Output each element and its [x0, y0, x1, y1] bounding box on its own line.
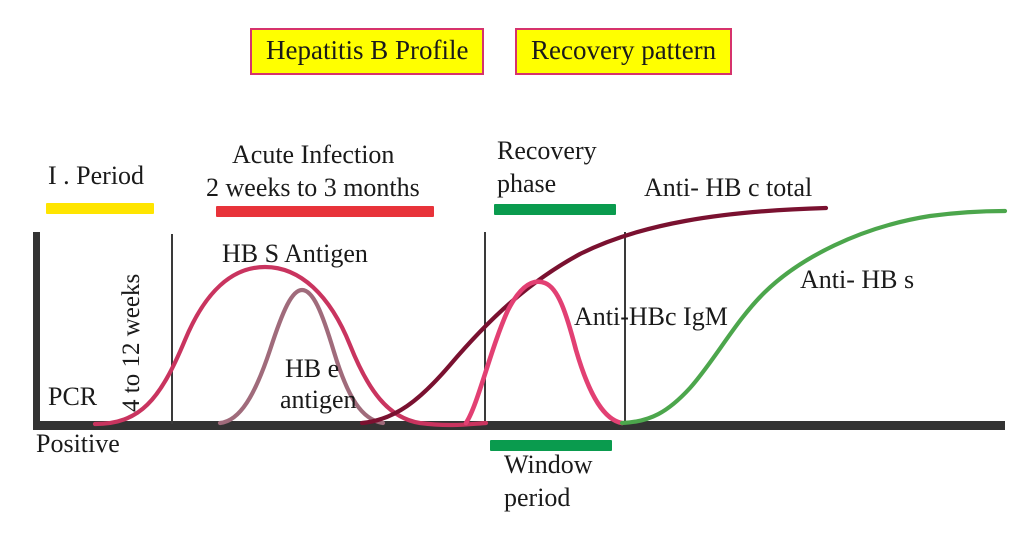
- phase-label-recovery-phase: phase: [497, 169, 557, 198]
- divider-line-window-end: [624, 232, 626, 424]
- curve-label-anti-hbs: Anti- HB s: [800, 265, 915, 294]
- divider-line-incubation-end: [171, 234, 173, 424]
- phase-label-window-period: period: [504, 483, 571, 512]
- title-box-hepatitis-b-profile: Hepatitis B Profile: [250, 28, 485, 75]
- curve-label-anti-hbc-igm: Anti-HBc IgM: [574, 302, 728, 331]
- phase-label-incubation-period: I . Period: [48, 161, 145, 190]
- curve-hbe-antigen: [217, 287, 386, 426]
- curve-hbs-antigen: [92, 264, 489, 428]
- curve-anti-hbs: [619, 208, 1008, 426]
- title-box-recovery-pattern: Recovery pattern: [515, 28, 733, 75]
- curve-anti-hbc-igm: [463, 279, 625, 426]
- phase-bar-recovery-phase: [494, 204, 616, 215]
- curve-label-hbe-antigen-line2: antigen: [280, 385, 357, 414]
- x-axis-baseline: [33, 421, 1005, 430]
- curve-label-hbe-antigen-line1: HB e: [285, 354, 340, 383]
- phase-bar-window-period: [490, 440, 612, 451]
- curve-label-anti-hbc-total: Anti- HB c total: [644, 173, 813, 202]
- axis-label-pcr: PCR: [48, 382, 98, 411]
- curve-label-hbs-antigen: HB S Antigen: [222, 239, 368, 268]
- phase-label-recovery: Recovery: [497, 136, 597, 165]
- y-axis-line: [33, 232, 40, 428]
- phase-bar-incubation-period: [46, 203, 154, 214]
- phase-label-acute-infection-duration: 2 weeks to 3 months: [206, 173, 420, 202]
- phase-label-acute-infection: Acute Infection: [232, 140, 395, 169]
- axis-label-positive: Positive: [36, 429, 120, 458]
- phase-bar-acute-infection: [216, 206, 434, 217]
- phase-label-window: Window: [504, 450, 593, 479]
